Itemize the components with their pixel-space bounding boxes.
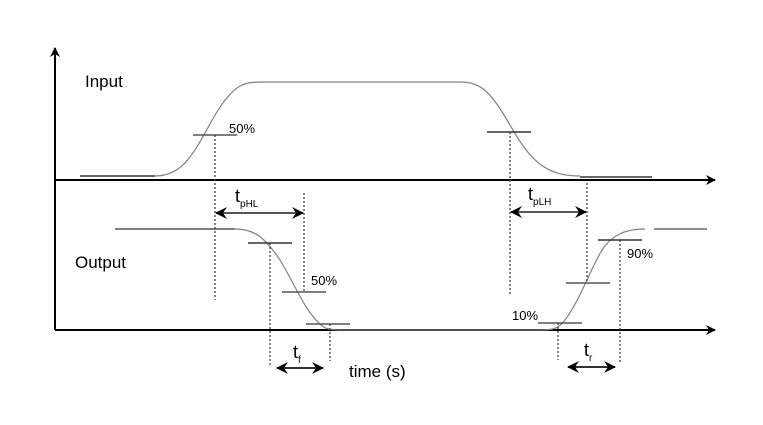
tphl-label: tpHL <box>235 186 259 210</box>
tr-label: tr <box>584 340 593 364</box>
output-waveform <box>234 228 646 331</box>
output-10-label: 10% <box>512 308 538 323</box>
tplh-label: tpLH <box>528 184 551 208</box>
output-50-label: 50% <box>311 273 337 288</box>
tf-label: tf <box>293 342 301 366</box>
input-label: Input <box>85 72 123 91</box>
input-waveform <box>154 81 581 177</box>
x-axis-label: time (s) <box>349 362 406 381</box>
output-label: Output <box>75 253 126 272</box>
input-50-label: 50% <box>229 121 255 136</box>
output-90-label: 90% <box>627 246 653 261</box>
